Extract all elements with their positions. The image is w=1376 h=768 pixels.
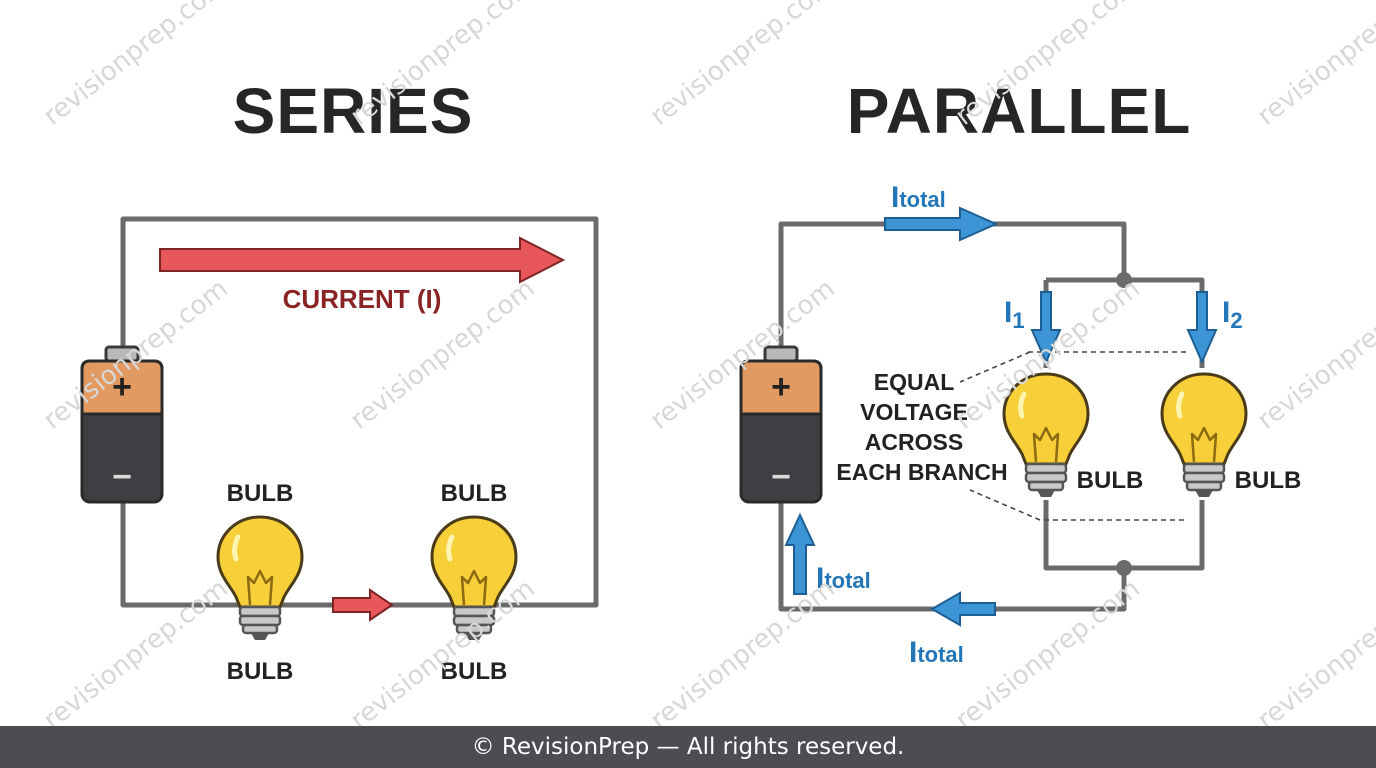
series-battery-minus: −: [112, 458, 132, 496]
series-bulb-1: [218, 517, 302, 640]
itotal-arrow-bottom: [929, 591, 996, 627]
series-small-arrow: [332, 588, 394, 622]
parallel-battery: + −: [739, 345, 823, 504]
circuit-diagram-svg: SERIES CURRENT (I) + − BULB BULB BULB BU…: [80, 75, 1302, 685]
i1-arrow: [1030, 291, 1062, 365]
parallel-bulb-1: [1004, 374, 1088, 497]
equal-voltage-line-1: EQUAL: [874, 369, 955, 395]
series-wire: [120, 216, 599, 608]
current-label: CURRENT (I): [283, 284, 442, 314]
parallel-wire: [778, 221, 1205, 612]
itotal-label-top: Itotal: [891, 181, 946, 214]
series-battery: + −: [80, 345, 164, 504]
series-bulb-label-top-1: BULB: [227, 480, 294, 507]
itotal-arrow-top: [884, 206, 999, 242]
parallel-battery-plus: +: [771, 368, 791, 406]
parallel-battery-minus: −: [771, 458, 791, 496]
equal-voltage-note: EQUAL VOLTAGE ACROSS EACH BRANCH: [836, 369, 1007, 485]
equal-voltage-line-3: ACROSS: [865, 429, 963, 455]
series-current-arrow: [159, 236, 566, 284]
parallel-title: PARALLEL: [847, 75, 1192, 147]
voltage-dashed-lines: [959, 351, 1186, 521]
series-battery-plus: +: [112, 368, 132, 406]
footer-text: © RevisionPrep — All rights reserved.: [471, 734, 905, 760]
series-bulb-label-bottom-2: BULB: [441, 658, 508, 685]
i2-arrow: [1186, 291, 1218, 365]
copyright-footer: © RevisionPrep — All rights reserved.: [0, 726, 1376, 768]
i1-label: I1: [1004, 296, 1025, 333]
parallel-bulb-label-1: BULB: [1077, 467, 1144, 494]
series-bulb-label-top-2: BULB: [441, 480, 508, 507]
itotal-label-bottom: Itotal: [909, 636, 964, 669]
i2-label: I2: [1222, 296, 1243, 333]
equal-voltage-line-2: VOLTAGE: [860, 399, 968, 425]
parallel-junction-bottom: [1116, 560, 1132, 576]
itotal-arrow-left: [784, 512, 816, 595]
equal-voltage-line-4: EACH BRANCH: [836, 459, 1007, 485]
parallel-bulb-label-2: BULB: [1235, 467, 1302, 494]
itotal-label-left: Itotal: [816, 562, 871, 595]
series-bulb-label-bottom-1: BULB: [227, 658, 294, 685]
parallel-junction-top: [1116, 272, 1132, 288]
series-bulb-2: [432, 517, 516, 640]
diagram-stage: SERIES CURRENT (I) + − BULB BULB BULB BU…: [38, 0, 1376, 736]
series-title: SERIES: [233, 75, 474, 147]
parallel-bulb-2: [1162, 374, 1246, 497]
